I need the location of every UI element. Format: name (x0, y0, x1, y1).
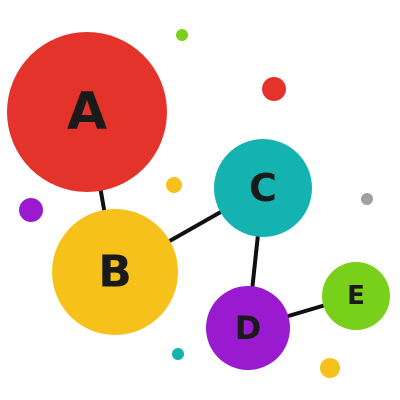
node-label-e: E (347, 281, 365, 311)
node-circle-a (7, 32, 167, 192)
node-a: A (7, 32, 167, 192)
nodes-layer: A B C D E (7, 32, 390, 370)
decorative-dots-layer (19, 29, 373, 378)
node-circle-c (214, 139, 312, 237)
node-circle-b (52, 209, 178, 335)
decorative-dot (320, 358, 340, 378)
decorative-dot (176, 29, 188, 41)
node-circle-d (206, 286, 290, 370)
node-e: E (322, 262, 390, 330)
decorative-dot (262, 77, 286, 101)
node-label-a: A (67, 82, 107, 142)
node-label-c: C (249, 166, 277, 210)
node-b: B (52, 209, 178, 335)
node-d: D (206, 286, 290, 370)
decorative-dot (166, 177, 182, 193)
decorative-dot (19, 198, 43, 222)
node-label-d: D (235, 309, 262, 347)
node-c: C (214, 139, 312, 237)
decorative-dot (172, 348, 184, 360)
node-circle-e (322, 262, 390, 330)
node-label-b: B (98, 247, 132, 298)
decorative-dot (361, 193, 373, 205)
